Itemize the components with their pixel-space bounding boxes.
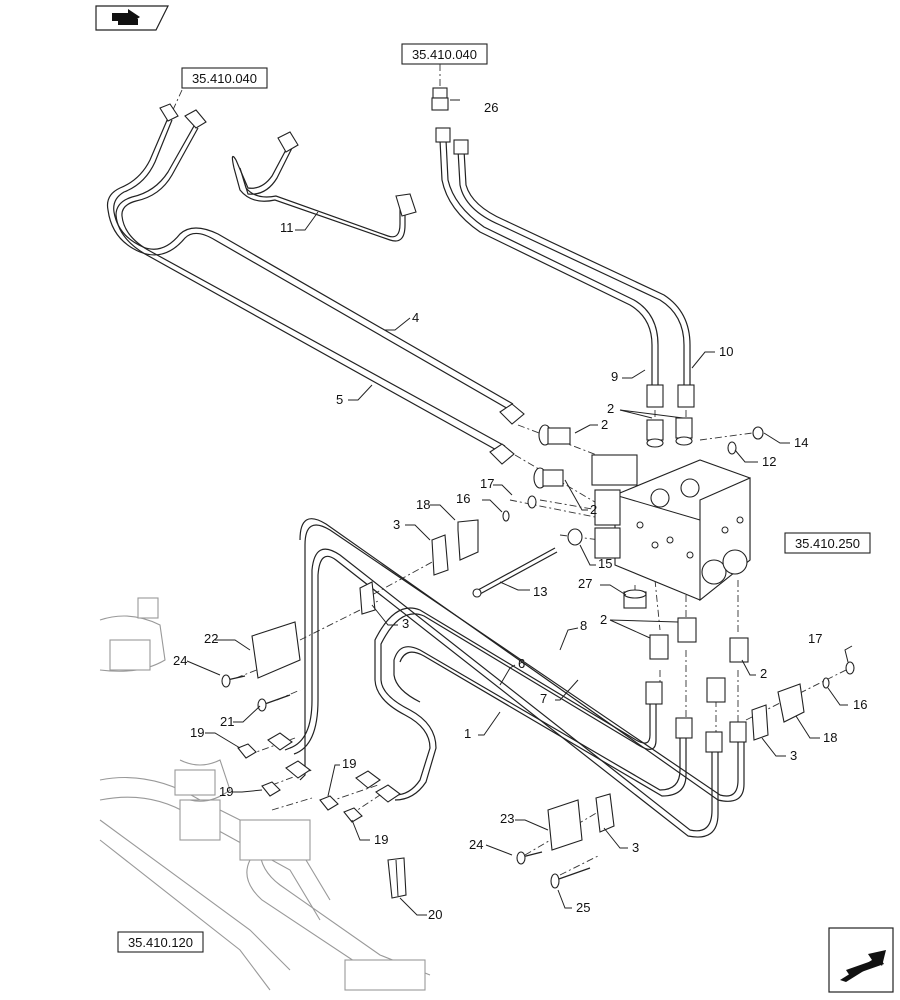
adapters-2-lower [649,617,749,703]
pipe-10-bottom-nut [677,384,695,408]
callout-19d: 19 [374,832,388,847]
callout-21: 21 [220,714,234,729]
fitting-26 [431,87,449,111]
callout-17a: 17 [480,476,494,491]
callout-12: 12 [762,454,776,469]
callout-18a: 18 [416,497,430,512]
reference-right[interactable]: 35.410.250 [784,532,871,554]
book-arrow-icon[interactable] [95,5,169,31]
callout-2a: 2 [607,401,614,416]
reference-bottom[interactable]: 35.410.120 [117,931,204,953]
callout-26: 26 [484,100,498,115]
pipe-9-bottom-nut [646,384,664,408]
callout-6: 6 [518,656,525,671]
reference-top-center[interactable]: 35.410.040 [401,43,488,65]
callout-19c: 19 [342,756,356,771]
background-machine [99,597,431,991]
callout-3b: 3 [402,616,409,631]
callout-labels: 11 4 5 26 9 10 2 2 2 17 16 18 3 14 12 15… [173,100,867,922]
pipe-9-10 [431,87,695,408]
callout-16a: 16 [456,491,470,506]
plug-27 [623,589,647,609]
callout-20: 20 [428,907,442,922]
callout-23: 23 [500,811,514,826]
callout-2b: 2 [601,417,608,432]
bolts-21-24-25 [221,674,591,889]
reference-top-left[interactable]: 35.410.040 [181,67,268,89]
callout-9: 9 [611,369,618,384]
callout-24b: 24 [469,837,483,852]
callout-13: 13 [533,584,547,599]
callout-3c: 3 [790,748,797,763]
callout-25: 25 [576,900,590,915]
pipe-11 [231,131,417,242]
svg-text:35.410.250: 35.410.250 [795,536,860,551]
callout-27: 27 [578,576,592,591]
clamp-20 [387,857,407,899]
callout-5: 5 [336,392,343,407]
svg-text:35.410.040: 35.410.040 [192,71,257,86]
svg-text:35.410.120: 35.410.120 [128,935,193,950]
leader-lines [186,99,853,916]
callout-19b: 19 [219,784,233,799]
svg-text:35.410.040: 35.410.040 [412,47,477,62]
callout-16b: 16 [853,697,867,712]
callout-7: 7 [540,691,547,706]
callout-4: 4 [412,310,419,325]
pipe-end-nuts-4-5 [489,403,525,465]
callout-17b: 17 [808,631,822,646]
callout-18b: 18 [823,730,837,745]
pipe-10-top-nut [453,139,469,155]
callout-22: 22 [204,631,218,646]
callout-14: 14 [794,435,808,450]
next-page-arrow-icon[interactable] [828,927,894,993]
callout-24a: 24 [173,653,187,668]
callout-2d: 2 [600,612,607,627]
callout-3a: 3 [393,517,400,532]
callout-1: 1 [464,726,471,741]
center-lines [171,64,851,876]
callout-2e: 2 [760,666,767,681]
callout-15: 15 [598,556,612,571]
seals-12-14 [502,426,855,689]
pipes-1-6-7-8 [267,518,747,838]
pipe-4-5 [106,103,525,465]
callout-8: 8 [580,618,587,633]
valve-block[interactable] [591,454,751,602]
clamps [251,519,805,851]
nuts-19 [237,743,363,823]
adapters-2-upper [646,417,693,448]
nut [645,681,663,705]
callout-10: 10 [719,344,733,359]
bolt-13 [472,547,558,598]
callout-2c: 2 [590,502,597,517]
adapters-2-left [533,424,571,489]
pipe-9-top-nut [435,127,451,143]
callout-19a: 19 [190,725,204,740]
callout-3d: 3 [632,840,639,855]
pipe-4-top-nut [159,103,207,129]
callout-11: 11 [280,220,294,235]
